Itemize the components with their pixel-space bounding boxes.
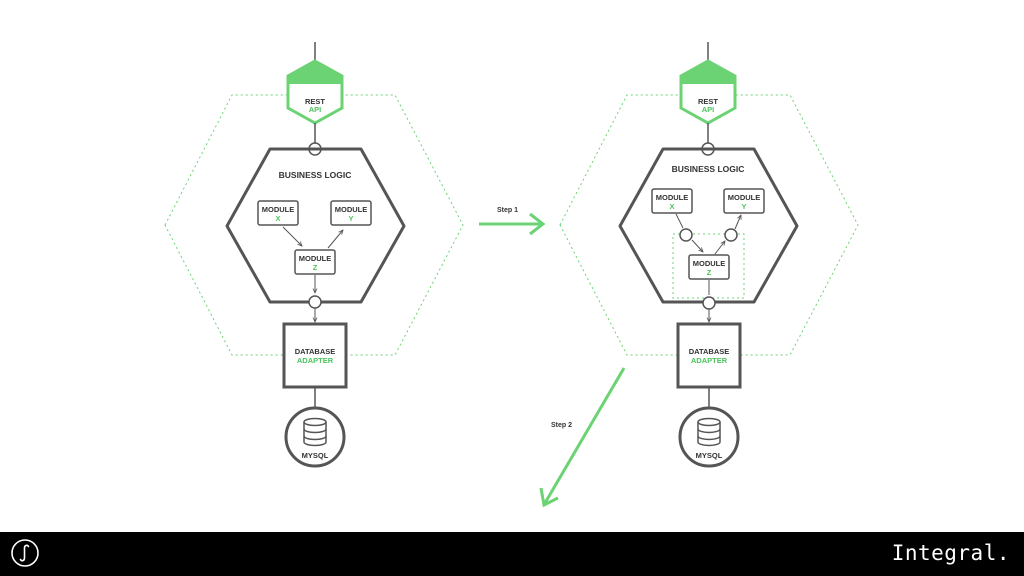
left-module-z-letter: Z xyxy=(313,263,318,272)
left-api-label-line2: API xyxy=(309,105,322,114)
left-outer-hexagon xyxy=(164,94,464,356)
left-mysql-database: MYSQL xyxy=(284,406,346,468)
footer-bar: Integral. xyxy=(0,532,1024,576)
left-database-icon xyxy=(303,417,327,447)
left-port-bottom xyxy=(308,295,322,309)
right-mysql-label: MYSQL xyxy=(696,451,723,460)
left-module-x-label: MODULE xyxy=(262,205,295,214)
left-rest-api-hexagon: REST API xyxy=(286,59,344,125)
right-db-adapter-line1: DATABASE xyxy=(689,347,730,356)
right-module-x-label: MODULE xyxy=(656,193,689,202)
left-module-z: MODULE Z xyxy=(294,249,336,275)
left-mysql-label: MYSQL xyxy=(302,451,329,460)
left-db-adapter-line1: DATABASE xyxy=(295,347,336,356)
right-api-label-line1: REST xyxy=(698,97,718,106)
right-port-y xyxy=(724,228,738,242)
left-module-x-letter: X xyxy=(275,214,280,223)
left-arrow-x-to-z xyxy=(282,226,302,246)
step1-label: Step 1 xyxy=(497,207,518,214)
integral-sign-logo-icon xyxy=(11,539,39,567)
right-port-x xyxy=(679,228,693,242)
left-architecture-diagram: REST API BUSINESS LOGIC MODULE X MODULE … xyxy=(164,42,464,468)
right-rest-api-hexagon: REST API xyxy=(679,59,737,125)
left-module-y-letter: Y xyxy=(348,214,353,223)
left-api-label-line1: REST xyxy=(305,97,325,106)
right-module-y: MODULE Y xyxy=(723,188,765,214)
right-port-bottom xyxy=(702,296,716,310)
step2-arrow: Step 2 xyxy=(539,367,626,508)
right-outer-hexagon xyxy=(559,94,859,356)
left-module-x: MODULE X xyxy=(257,200,299,226)
right-module-x-letter: X xyxy=(669,202,674,211)
right-mysql-database: MYSQL xyxy=(678,406,740,468)
right-module-z-letter: Z xyxy=(707,268,712,277)
right-business-logic-title: BUSINESS LOGIC xyxy=(672,164,745,174)
left-business-logic-hexagon xyxy=(225,147,406,304)
footer-brand-text: Integral. xyxy=(891,541,1010,565)
step2-label: Step 2 xyxy=(551,422,572,429)
right-architecture-diagram: REST API BUSINESS LOGIC MODULE X MODULE … xyxy=(559,42,859,468)
right-business-logic-hexagon xyxy=(618,147,799,304)
right-module-x: MODULE X xyxy=(651,188,693,214)
left-db-adapter-line2: ADAPTER xyxy=(297,356,334,365)
left-arrow-z-to-y xyxy=(327,230,343,249)
right-module-y-letter: Y xyxy=(741,202,746,211)
left-business-logic-title: BUSINESS LOGIC xyxy=(279,170,352,180)
right-module-z-label: MODULE xyxy=(693,259,726,268)
right-api-label-line2: API xyxy=(702,105,715,114)
right-database-icon xyxy=(697,417,721,447)
left-module-y: MODULE Y xyxy=(330,200,372,226)
right-module-y-label: MODULE xyxy=(728,193,761,202)
left-database-adapter: DATABASE ADAPTER xyxy=(282,322,348,389)
left-module-y-label: MODULE xyxy=(335,205,368,214)
right-db-adapter-line2: ADAPTER xyxy=(691,356,728,365)
left-module-z-label: MODULE xyxy=(299,254,332,263)
right-module-z: MODULE Z xyxy=(688,254,730,280)
step1-arrow: Step 1 xyxy=(479,207,546,236)
right-database-adapter: DATABASE ADAPTER xyxy=(676,322,742,389)
diagram-canvas: REST API BUSINESS LOGIC MODULE X MODULE … xyxy=(164,42,859,508)
